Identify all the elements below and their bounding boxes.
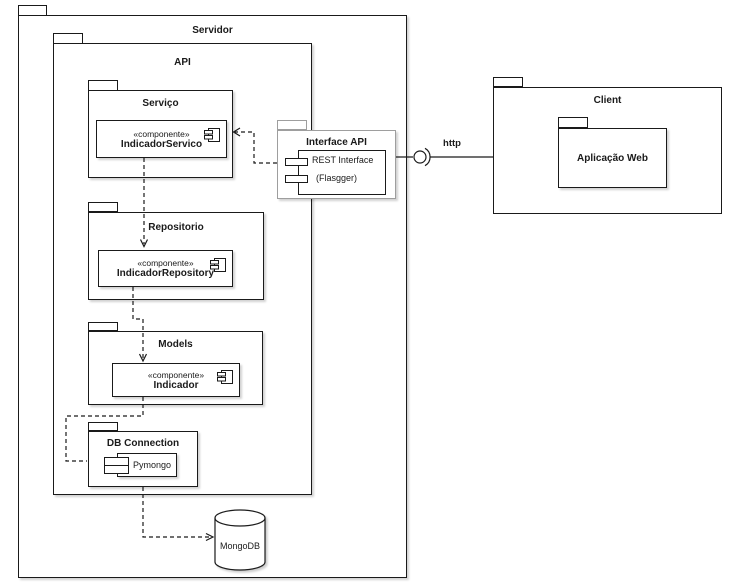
http-connector xyxy=(396,147,493,167)
ball-interface-icon xyxy=(413,150,427,164)
servico-package-title: Serviço xyxy=(142,98,179,109)
flasgger-label: (Flasgger) xyxy=(316,173,358,183)
models-package-title: Models xyxy=(158,339,193,350)
socket-interface-icon xyxy=(424,147,431,167)
indicador-repository-component: «componente» IndicadorRepository xyxy=(98,250,233,287)
rest-interface-port xyxy=(285,158,308,166)
component-name: Indicador xyxy=(153,379,199,391)
aplicacao-web-package: Aplicação Web xyxy=(558,128,667,188)
http-label: http xyxy=(443,138,461,149)
aplicacao-web-package-title: Aplicação Web xyxy=(577,152,648,164)
db-connection-package-title: DB Connection xyxy=(106,438,180,449)
interface-api-title: Interface API xyxy=(306,137,367,148)
api-package-title: API xyxy=(174,57,191,68)
component-icon xyxy=(217,370,233,384)
component-stereotype: «componente» xyxy=(133,128,190,139)
indicador-component: «componente» Indicador xyxy=(112,363,240,397)
client-package: Client xyxy=(493,87,722,214)
component-stereotype: «componente» xyxy=(137,258,194,268)
component-stereotype: «componente» xyxy=(147,369,205,380)
servidor-package-title: Servidor xyxy=(192,25,233,36)
mongodb-database: MongoDB xyxy=(214,509,266,571)
repositorio-package-tab xyxy=(88,202,118,212)
client-package-title: Client xyxy=(593,95,622,106)
component-icon xyxy=(210,258,226,272)
models-package-tab xyxy=(88,322,118,331)
interface-api-tab xyxy=(277,120,307,130)
aplicacao-web-package-tab xyxy=(558,117,588,128)
component-icon xyxy=(204,128,220,142)
pymongo-component-tabs xyxy=(104,457,129,474)
repositorio-package-title: Repositorio xyxy=(148,222,204,233)
database-cylinder-icon xyxy=(214,509,266,571)
pymongo-label: Pymongo xyxy=(132,460,172,470)
flasgger-port xyxy=(285,175,308,183)
rest-interface-label: REST Interface xyxy=(312,155,374,165)
interface-api-inner-box xyxy=(298,150,386,195)
pymongo-component-tab-divider xyxy=(105,458,128,466)
db-connection-package-tab xyxy=(88,422,118,431)
client-package-tab xyxy=(493,77,523,87)
mongodb-label: MongoDB xyxy=(220,541,260,551)
indicador-servico-component: «componente» IndicadorServico xyxy=(96,120,227,158)
component-name: IndicadorRepository xyxy=(116,268,215,279)
component-name: IndicadorServico xyxy=(120,138,203,150)
